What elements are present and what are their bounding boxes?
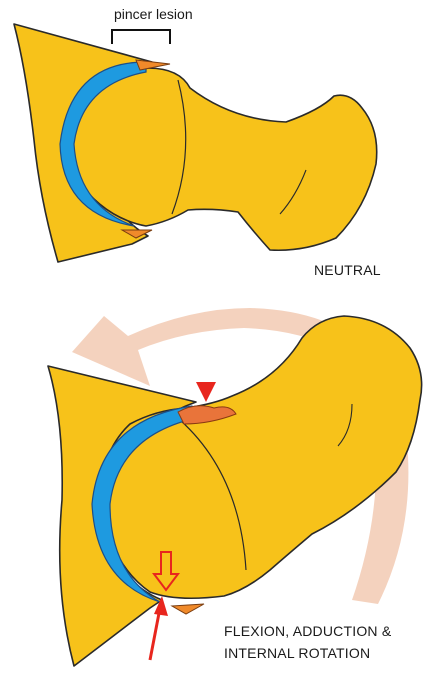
neutral-label: NEUTRAL (314, 262, 381, 278)
flexion-label-line1: FLEXION, ADDUCTION & (224, 620, 391, 642)
flexion-adduction-label: FLEXION, ADDUCTION & INTERNAL ROTATION (224, 620, 391, 664)
flexion-label-line2: INTERNAL ROTATION (224, 642, 391, 664)
flexion-panel (48, 308, 422, 666)
neutral-panel (14, 24, 377, 262)
bracket-icon (112, 30, 170, 44)
red-arrowhead-icon (196, 382, 216, 402)
pincer-lesion-label: pincer lesion (114, 6, 193, 22)
pincer-lesion-bottom-flexion (172, 604, 204, 614)
